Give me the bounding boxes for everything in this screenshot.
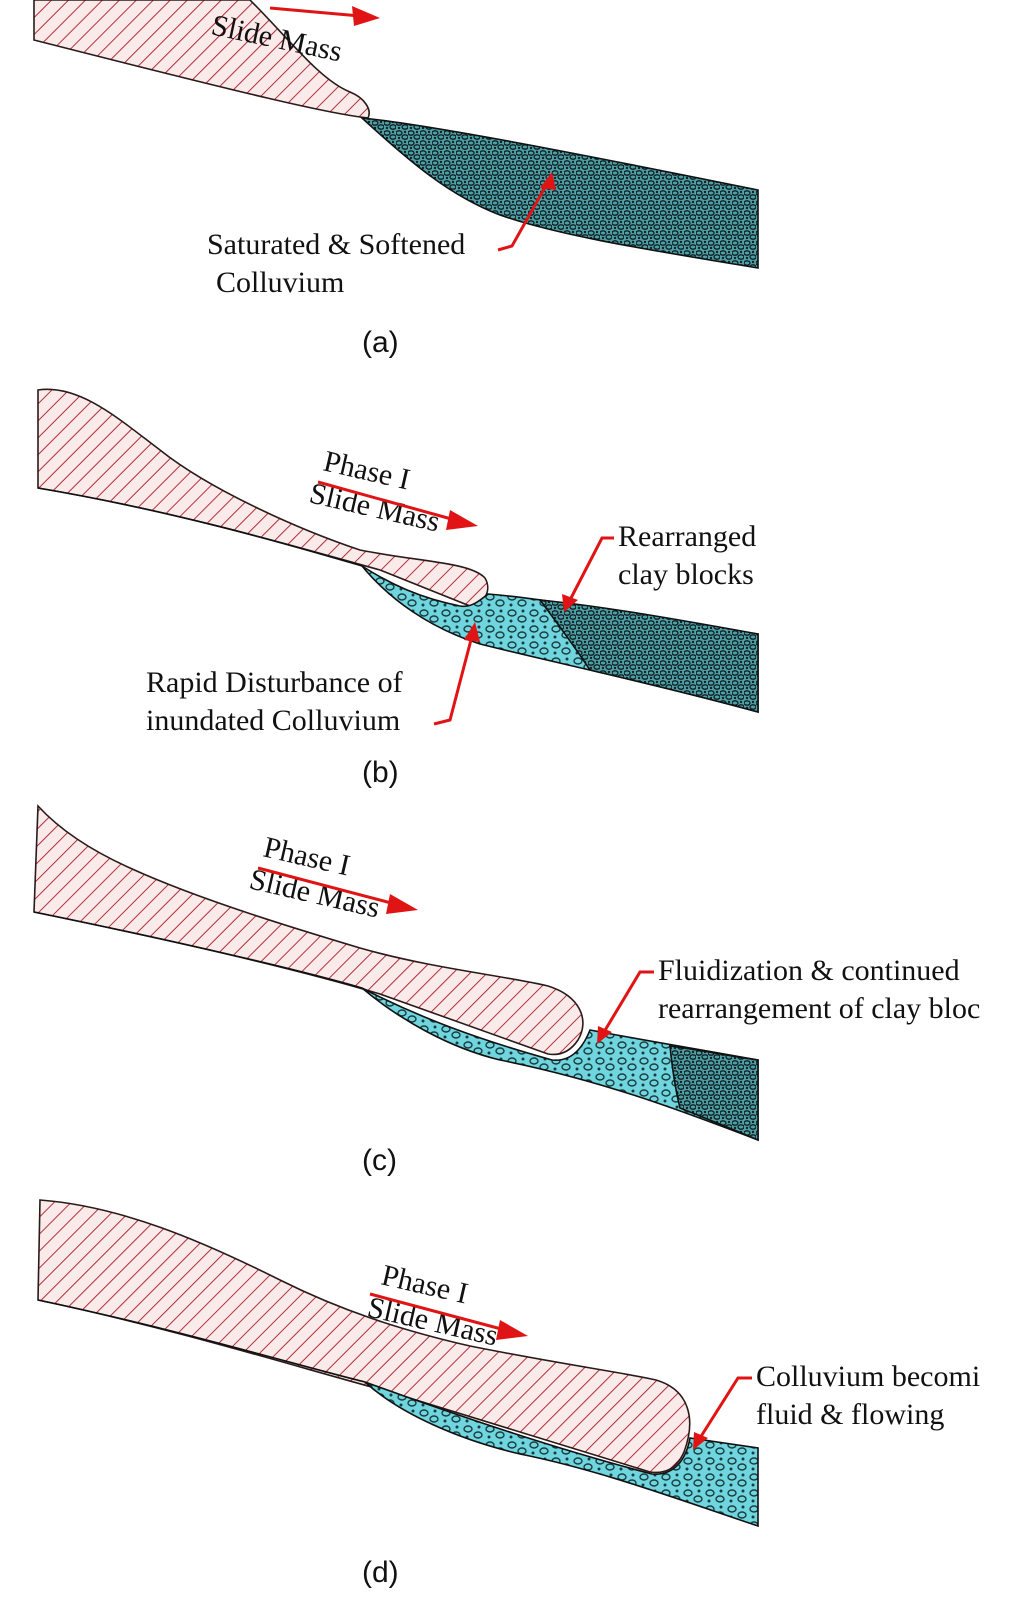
- panel-d: Phase I Slide Mass Colluvium becomi flui…: [38, 1200, 980, 1589]
- colluvium-c-blocks: [670, 1046, 758, 1140]
- annotation-b2-pointer: [434, 636, 472, 724]
- annotation-b2-line1: Rapid Disturbance of: [146, 666, 403, 699]
- caption-b: (b): [362, 756, 399, 789]
- annotation-d1-pointer: [700, 1378, 752, 1438]
- mass-arrow-b-head: [446, 510, 478, 530]
- panel-a: Slide Mass Saturated & Softened Colluviu…: [34, 0, 758, 359]
- caption-c: (c): [362, 1144, 397, 1177]
- annotation-a1-line2: Colluvium: [216, 266, 344, 299]
- mass-arrow-a-head: [352, 6, 380, 26]
- annotation-b2-line2: inundated Colluvium: [146, 704, 400, 737]
- annotation-b1-line1: Rearranged: [618, 520, 756, 553]
- slide-mass-d: [38, 1200, 690, 1472]
- panel-c: Phase I Slide Mass Fluidization & contin…: [34, 806, 980, 1177]
- slide-mass-b: [38, 389, 488, 606]
- panel-b: Phase I Slide Mass Rearranged clay block…: [38, 389, 758, 789]
- annotation-c1-pointer: [604, 972, 654, 1032]
- annotation-b1-line2: clay blocks: [618, 558, 754, 591]
- annotation-a1-line1: Saturated & Softened: [207, 228, 465, 261]
- annotation-c1-line1: Fluidization & continued: [658, 954, 960, 987]
- caption-a: (a): [362, 326, 399, 359]
- mass-arrow-d-head: [496, 1320, 528, 1340]
- annotation-d1-line2: fluid & flowing: [756, 1398, 944, 1431]
- annotation-c1-line2: rearrangement of clay bloc: [658, 992, 980, 1025]
- caption-d: (d): [362, 1556, 399, 1589]
- annotation-d1-line1: Colluvium becomi: [756, 1360, 980, 1393]
- mass-arrow-a: [270, 8, 360, 16]
- mass-arrow-c-head: [386, 894, 418, 914]
- annotation-b1-pointer: [570, 538, 614, 600]
